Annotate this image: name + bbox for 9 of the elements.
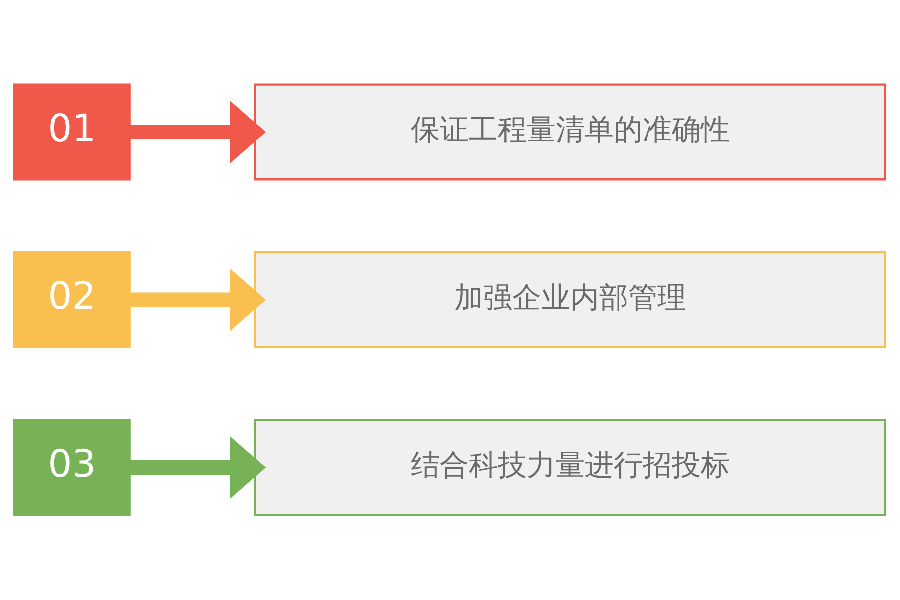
arrow <box>130 268 266 332</box>
node-box: 01 <box>13 84 131 181</box>
node-box: 结合科技力量进行招投标 <box>254 419 887 516</box>
arrow <box>130 100 266 164</box>
node-box: 保证工程量清单的准确性 <box>254 84 887 181</box>
node-box: 02 <box>13 252 131 348</box>
node-box: 03 <box>13 419 131 516</box>
arrow <box>130 436 266 500</box>
node-box: 加强企业内部管理 <box>254 252 887 348</box>
